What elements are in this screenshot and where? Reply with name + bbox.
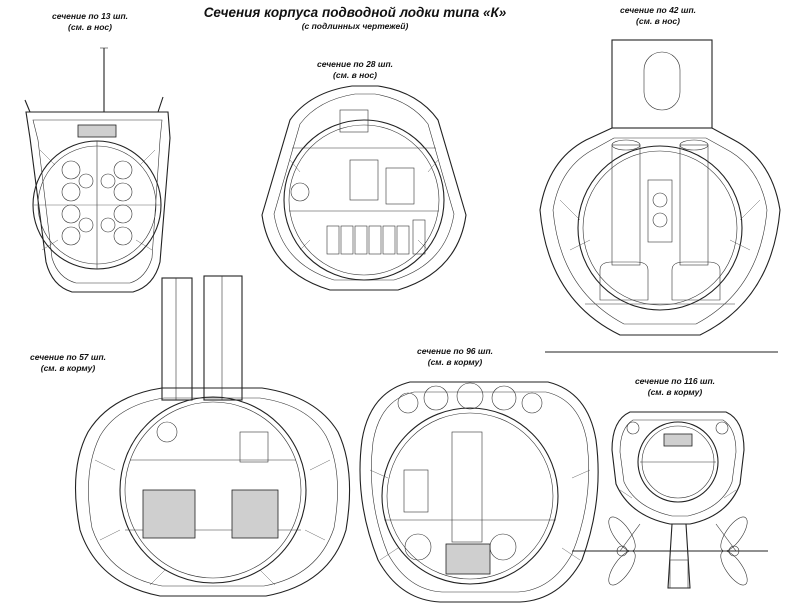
caption-section-13: сечение по 13 шп. (см. в нос) — [30, 11, 150, 33]
caption-section-13-view: (см. в нос) — [68, 22, 112, 32]
caption-section-42-name: сечение по 42 шп. — [619, 5, 696, 15]
drawing-title: Сечения корпуса подводной лодки типа «К» — [203, 5, 507, 20]
caption-section-96-name: сечение по 96 шп. — [416, 346, 493, 356]
drawing-subtitle: (с подлинных чертежей) — [301, 21, 409, 31]
caption-section-28-view: (см. в нос) — [333, 70, 377, 80]
caption-section-28-name: сечение по 28 шп. — [316, 59, 393, 69]
section-57-drawing — [74, 275, 351, 597]
section-96-drawing — [359, 381, 599, 603]
caption-section-96-view: (см. в корму) — [427, 357, 483, 367]
caption-section-57: сечение по 57 шп. (см. в корму) — [8, 352, 128, 374]
caption-section-116: сечение по 116 шп. (см. в корму) — [610, 376, 740, 398]
caption-section-57-name: сечение по 57 шп. — [29, 352, 106, 362]
section-28-drawing — [261, 85, 467, 291]
caption-section-42-view: (см. в нос) — [636, 16, 680, 26]
section-13-drawing — [24, 47, 171, 293]
caption-section-57-view: (см. в корму) — [40, 363, 96, 373]
section-42-drawing — [539, 39, 781, 353]
caption-section-42: сечение по 42 шп. (см. в нос) — [598, 5, 718, 27]
caption-section-13-name: сечение по 13 шп. — [51, 11, 128, 21]
caption-section-116-view: (см. в корму) — [647, 387, 703, 397]
caption-section-96: сечение по 96 шп. (см. в корму) — [395, 346, 515, 368]
caption-section-28: сечение по 28 шп. (см. в нос) — [295, 59, 415, 81]
section-116-drawing — [572, 411, 768, 589]
caption-section-116-name: сечение по 116 шп. — [634, 376, 716, 386]
